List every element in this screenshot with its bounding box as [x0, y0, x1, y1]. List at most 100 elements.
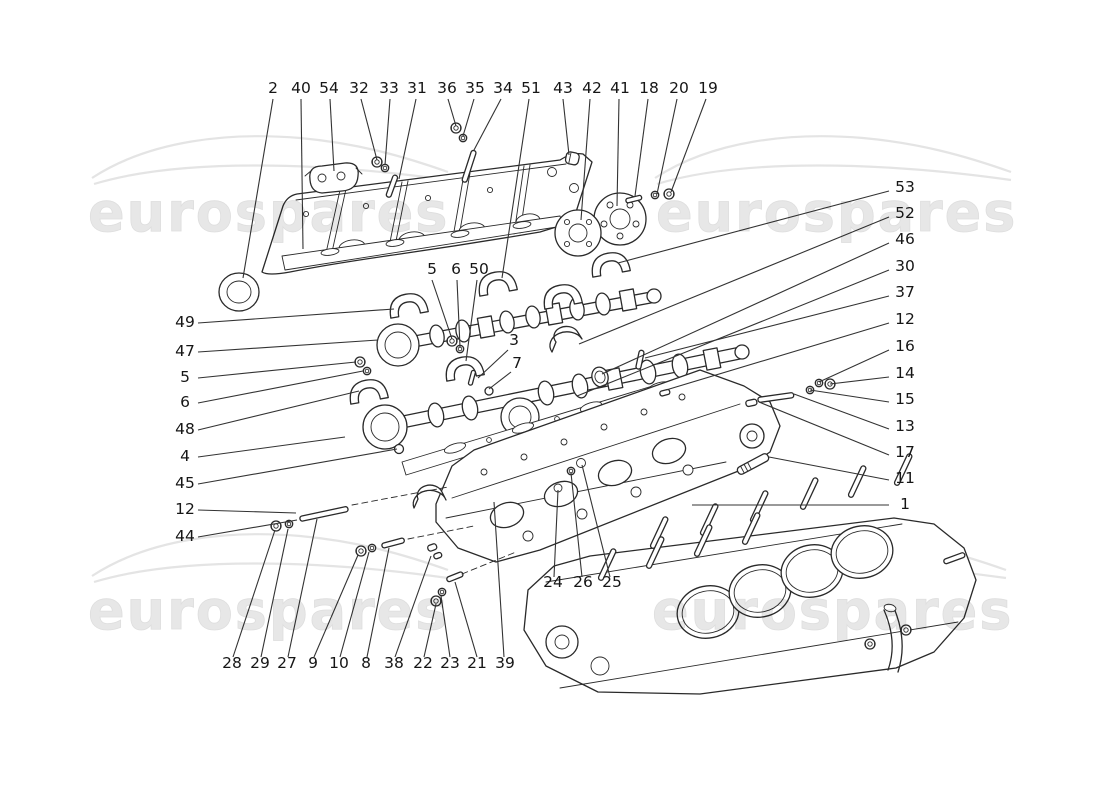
hose: [883, 609, 893, 671]
part-label-7: 7: [512, 354, 522, 372]
leader-line-17: [758, 401, 890, 456]
part-label-49: 49: [175, 313, 195, 331]
leader-line-6: [197, 370, 364, 404]
part-label-24: 24: [543, 573, 563, 591]
part-label-39: 39: [495, 654, 515, 672]
washer: [380, 163, 390, 173]
part-label-47: 47: [175, 342, 195, 360]
oil-seal-ring: [218, 272, 260, 312]
part-label-32: 32: [349, 79, 369, 97]
leader-line-10: [339, 551, 370, 658]
part-label-16: 16: [895, 337, 915, 355]
watermark-text: eurospares: [88, 181, 449, 244]
cylinder-head: [412, 369, 781, 563]
leader-line-20: [656, 98, 678, 195]
part-label-42: 42: [582, 79, 602, 97]
part-label-12: 12: [175, 500, 195, 518]
leader-line-32: [360, 98, 378, 161]
bearing-shell: [549, 325, 583, 353]
leader-line-54: [329, 98, 335, 172]
leader-line-12: [197, 509, 297, 514]
leader-line-45: [197, 448, 398, 485]
part-label-19: 19: [698, 79, 718, 97]
part-label-12: 12: [895, 310, 915, 328]
part-label-25: 25: [602, 573, 622, 591]
part-label-46: 46: [895, 230, 915, 248]
dashed-guides: [351, 486, 517, 575]
watermark-text: eurospares: [652, 579, 1013, 642]
part-label-40: 40: [291, 79, 311, 97]
leader-line-27: [287, 518, 318, 658]
part-label-29: 29: [250, 654, 270, 672]
leader-line-52: [578, 216, 890, 345]
part-label-44: 44: [175, 527, 195, 545]
leader-line-41: [616, 98, 620, 207]
leader-line-18: [634, 98, 649, 197]
part-label-14: 14: [895, 364, 915, 382]
camshaft-bearing-caps: [346, 249, 631, 405]
cam-drive-flanges: [554, 151, 647, 257]
leader-line-15: [809, 389, 890, 403]
leader-line-19: [670, 98, 707, 193]
part-label-23: 23: [440, 654, 460, 672]
part-label-15: 15: [895, 390, 915, 408]
leader-line-12: [665, 322, 890, 391]
leader-line-13: [793, 393, 890, 430]
camshaft-upper: [376, 288, 662, 367]
leader-line-24: [553, 489, 559, 578]
part-label-9: 9: [308, 654, 318, 672]
camshaft-lower: [362, 344, 750, 450]
leader-line-37: [644, 295, 890, 359]
leader-line-44: [197, 519, 298, 538]
part-label-17: 17: [895, 443, 915, 461]
leader-line-51: [501, 98, 530, 279]
part-label-26: 26: [573, 573, 593, 591]
dowel-ball: [484, 386, 494, 396]
leader-line-4: [197, 436, 346, 458]
part-label-36: 36: [437, 79, 457, 97]
cylinder-head-stud: [736, 453, 770, 475]
part-label-27: 27: [277, 654, 297, 672]
cam-cover-gasket: [281, 215, 564, 271]
cam-bracket: [304, 162, 363, 194]
leader-line-50: [465, 279, 478, 362]
leader-line-36: [447, 98, 457, 127]
part-label-54: 54: [319, 79, 339, 97]
part-label-33: 33: [379, 79, 399, 97]
part-label-53: 53: [895, 178, 915, 196]
part-label-38: 38: [384, 654, 404, 672]
part-label-13: 13: [895, 417, 915, 435]
part-label-8: 8: [361, 654, 371, 672]
part-label-50: 50: [469, 260, 489, 278]
leader-line-28: [232, 529, 276, 658]
part-label-37: 37: [895, 283, 915, 301]
leader-line-38: [394, 555, 432, 658]
part-label-3: 3: [509, 331, 519, 349]
part-label-45: 45: [175, 474, 195, 492]
leader-line-42: [580, 98, 591, 221]
part-label-18: 18: [639, 79, 659, 97]
leader-line-14: [829, 376, 890, 385]
leader-line-33: [384, 98, 391, 166]
part-label-51: 51: [521, 79, 541, 97]
leader-line-7: [488, 371, 512, 390]
head-bearing-shell: [412, 484, 447, 509]
part-label-30: 30: [895, 257, 915, 275]
part-label-6: 6: [180, 393, 190, 411]
leader-line-6: [456, 279, 461, 348]
leader-line-22: [423, 603, 437, 658]
leader-line-11: [768, 456, 890, 481]
leader-line-30: [576, 269, 890, 397]
leader-line-39: [493, 501, 505, 658]
part-label-52: 52: [895, 204, 915, 222]
leader-line-9: [313, 554, 359, 658]
leader-line-2: [242, 98, 274, 279]
leader-line-29: [260, 528, 289, 658]
valve-cap: [576, 458, 586, 468]
leader-line-5: [197, 361, 357, 379]
part-label-22: 22: [413, 654, 433, 672]
part-label-21: 21: [467, 654, 487, 672]
